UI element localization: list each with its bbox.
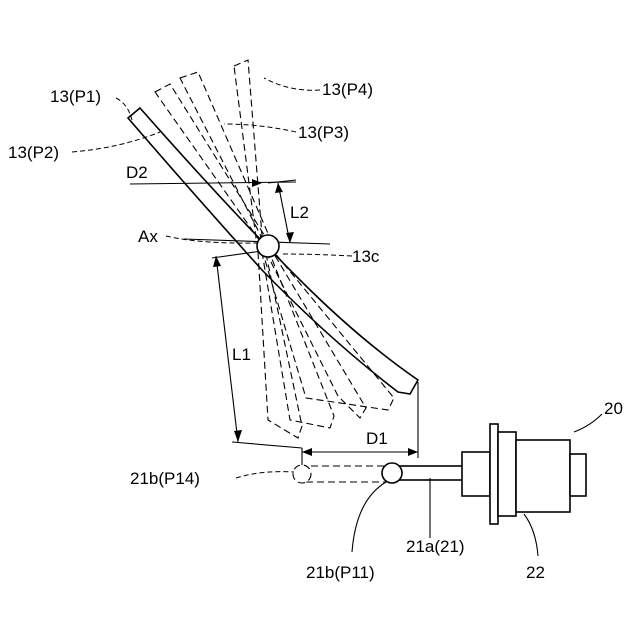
label-13p4: 13(P4) bbox=[322, 80, 373, 99]
rod-ghost-p14 bbox=[300, 466, 392, 482]
label-ax: Ax bbox=[138, 227, 158, 246]
leader-13p2 bbox=[72, 132, 160, 152]
leader-13c bbox=[280, 254, 352, 256]
ball-21b-p14 bbox=[293, 465, 311, 483]
blade-ghost-lower-4 bbox=[266, 252, 366, 418]
leader-13p3 bbox=[224, 124, 296, 132]
label-13p2: 13(P2) bbox=[8, 143, 59, 162]
label-d2: D2 bbox=[126, 163, 148, 182]
leader-21b-p11 bbox=[352, 482, 386, 552]
label-21b-p11: 21b(P11) bbox=[306, 563, 375, 582]
d1-arrow-left bbox=[302, 448, 312, 456]
actuator-neck bbox=[462, 452, 490, 496]
blade-ghost-lower bbox=[258, 250, 394, 438]
pivot-13c bbox=[257, 235, 279, 257]
label-13c: 13c bbox=[352, 247, 380, 266]
leader-20 bbox=[574, 414, 602, 432]
l2-arrow-bottom bbox=[286, 232, 294, 243]
d2-arrowhead bbox=[252, 179, 262, 187]
l2-arrow-top bbox=[275, 183, 283, 193]
leader-13p4 bbox=[264, 78, 320, 90]
label-20: 20 bbox=[604, 399, 623, 418]
ball-21b-p11 bbox=[382, 463, 402, 483]
actuator-collar bbox=[498, 432, 516, 516]
label-d1: D1 bbox=[366, 429, 388, 448]
blade-ghost-lower-2 bbox=[258, 252, 302, 438]
blade-p3-ghost-upper bbox=[180, 72, 270, 242]
actuator-20 bbox=[462, 424, 586, 524]
l1-arrow-bottom bbox=[234, 430, 242, 442]
blade-p4-ghost-upper bbox=[234, 60, 262, 238]
leader-21b-p14 bbox=[236, 472, 294, 478]
leader-22 bbox=[524, 514, 538, 556]
label-22: 22 bbox=[526, 563, 545, 582]
actuator-flange bbox=[490, 424, 498, 524]
label-21a: 21a(21) bbox=[406, 537, 465, 556]
body-22 bbox=[516, 440, 570, 512]
l1-top-ext bbox=[212, 251, 262, 258]
label-13p3: 13(P3) bbox=[298, 123, 349, 142]
blade-p2-ghost-upper bbox=[155, 84, 266, 244]
d1-arrow-right bbox=[408, 448, 418, 456]
actuator-cap bbox=[570, 454, 586, 496]
label-13p1: 13(P1) bbox=[50, 87, 101, 106]
blade-ghost-upper bbox=[155, 60, 270, 244]
l1-ext-bottom bbox=[232, 442, 302, 448]
label-21b-p14: 21b(P14) bbox=[130, 469, 200, 488]
label-l1: L1 bbox=[232, 345, 251, 364]
label-l2: L2 bbox=[290, 203, 309, 222]
